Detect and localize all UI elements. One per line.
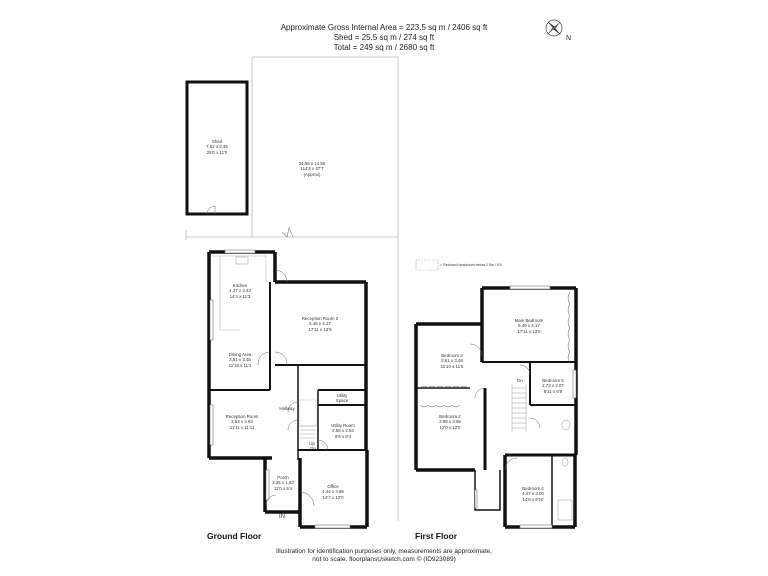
room-name: Reception Room 2 bbox=[301, 316, 339, 321]
room-name: Main Bedroom bbox=[514, 318, 544, 323]
room-label-dining-area: Dining Area 3.61 x 3.45 11'10 x 11'4 bbox=[229, 352, 252, 368]
room-imperial: 11'0 x 5'4 bbox=[273, 485, 293, 491]
room-label-bedroom-3: Bedroom 3 3.61 x 3.48 11'10 x 11'5 bbox=[441, 353, 464, 369]
room-metric: 5.46 x 4.17 bbox=[309, 321, 331, 327]
room-metric: 3.61 x 3.48 bbox=[441, 358, 463, 364]
room-label-kitchen: Kitchen 4.37 x 3.43 14'4 x 11'3 bbox=[229, 283, 251, 299]
room-imperial: 17'11 x 13'8 bbox=[517, 328, 541, 334]
room-note: (Approx) bbox=[303, 171, 321, 177]
room-label-shed: Shed 7.62 x 3.35 25'0 x 11'0 bbox=[206, 139, 228, 155]
footer-disclaimer: Illustration for identification purposes… bbox=[0, 548, 768, 564]
first-floor-title: First Floor bbox=[415, 531, 458, 541]
room-name: Bedroom 3 bbox=[441, 353, 463, 358]
room-name: Porch bbox=[277, 475, 289, 480]
footer-line-1: Illustration for identification purposes… bbox=[276, 548, 492, 555]
room-metric: 2.72 x 2.07 bbox=[542, 383, 564, 389]
gross-internal-area: Approximate Gross Internal Area = 223.5 … bbox=[280, 23, 488, 32]
room-imperial: 25'0 x 11'0 bbox=[206, 149, 228, 155]
room-label-bedroom-4: Bedroom 4 4.47 x 3.00 14'8 x 9'10 bbox=[522, 486, 544, 502]
room-metric: 4.37 x 3.43 bbox=[229, 288, 251, 294]
room-name: Bedroom 5 bbox=[542, 378, 564, 383]
compass-north-label: N bbox=[566, 35, 572, 42]
room-name: Dining Area bbox=[228, 352, 252, 357]
room-name: Kitchen bbox=[232, 283, 248, 288]
room-imperial: 14'7 x 13'0 bbox=[322, 494, 344, 500]
room-imperial: 11'10 x 11'4 bbox=[228, 362, 252, 368]
room-label-hallway: Hallway bbox=[279, 406, 294, 411]
room-imperial: 8'6 x 8'4 bbox=[334, 433, 352, 439]
north-compass-icon bbox=[544, 18, 568, 42]
room-imperial: 8'11 x 6'9 bbox=[543, 388, 563, 394]
total-area: Total = 249 sq m / 2680 sq ft bbox=[333, 43, 435, 52]
ff-stairs-down-label: Dn bbox=[517, 378, 523, 383]
room-label-main-bedroom: Main Bedroom 5.46 x 4.17 17'11 x 13'8 bbox=[515, 318, 544, 334]
room-metric: 4.47 x 3.00 bbox=[522, 491, 544, 497]
room-name: Hallway bbox=[279, 406, 295, 411]
room-label-office: Office 4.44 x 3.96 14'7 x 13'0 bbox=[322, 484, 344, 500]
room-metric: 5.46 x 4.17 bbox=[518, 323, 540, 329]
room-metric: 3.63 x 3.63 bbox=[231, 419, 253, 425]
room-label-reception-room-2: Reception Room 2 5.46 x 4.17 17'11 x 13'… bbox=[302, 316, 338, 332]
room-imperial: 12'0 x 12'0 bbox=[439, 424, 461, 430]
ground-floor-title: Ground Floor bbox=[207, 531, 262, 541]
stairs-down-label: Dn bbox=[310, 446, 316, 451]
room-name: Bedroom 2 bbox=[439, 414, 461, 419]
room-label-utility-space: Utility Space bbox=[335, 393, 349, 404]
room-metric: 4.44 x 3.96 bbox=[322, 489, 344, 495]
room-metric: 3.61 x 3.45 bbox=[229, 357, 251, 363]
room-imperial: 114'4 x 47'7 bbox=[300, 166, 324, 172]
room-imperial: 11'10 x 11'5 bbox=[440, 363, 464, 369]
room-name: Reception Room bbox=[225, 414, 259, 419]
room-label-porch: Porch 3.35 x 1.63 11'0 x 5'4 bbox=[272, 475, 294, 491]
room-imperial: 14'4 x 11'3 bbox=[229, 293, 251, 299]
room-label-reception-room: Reception Room 3.63 x 3.63 11'11 x 11'11 bbox=[226, 414, 259, 430]
room-label-bedroom-5: Bedroom 5 2.72 x 2.07 8'11 x 6'9 bbox=[542, 378, 564, 394]
stairs-up-label: Up bbox=[309, 441, 315, 446]
room-name: Utility Room bbox=[331, 423, 355, 428]
legend-reduced-headroom: = Reduced headroom below 1.5m / 5'0 bbox=[440, 263, 502, 267]
footer-line-2: not to scale. floorplansUsketch.com © (I… bbox=[312, 556, 456, 563]
room-label-utility-room: Utility Room 2.58 x 2.54 8'6 x 8'4 bbox=[331, 423, 355, 439]
room-label-bedroom-2: Bedroom 2 3.88 x 3.68 12'0 x 12'0 bbox=[439, 414, 461, 430]
entrance-label: IN bbox=[279, 514, 285, 520]
room-imperial: 17'11 x 13'8 bbox=[308, 326, 332, 332]
room-metric: 34.85 x 14.50 bbox=[298, 161, 326, 166]
room-name: Shed bbox=[211, 139, 223, 144]
room-imperial: 11'11 x 11'11 bbox=[229, 424, 255, 430]
room-metric: 7.62 x 3.35 bbox=[206, 144, 228, 150]
shed-area: Shed = 25.5 sq m / 274 sq ft bbox=[333, 33, 435, 42]
room-metric: 3.88 x 3.68 bbox=[439, 419, 461, 425]
room-name: Office bbox=[327, 484, 339, 489]
room-name: Bedroom 4 bbox=[522, 486, 544, 491]
room-metric: 3.35 x 1.63 bbox=[272, 480, 294, 486]
room-imperial: 14'8 x 9'10 bbox=[522, 496, 544, 502]
room-metric: 2.58 x 2.54 bbox=[332, 428, 354, 434]
room-label-garden: 34.85 x 14.50 114'4 x 47'7 (Approx) bbox=[299, 161, 326, 177]
